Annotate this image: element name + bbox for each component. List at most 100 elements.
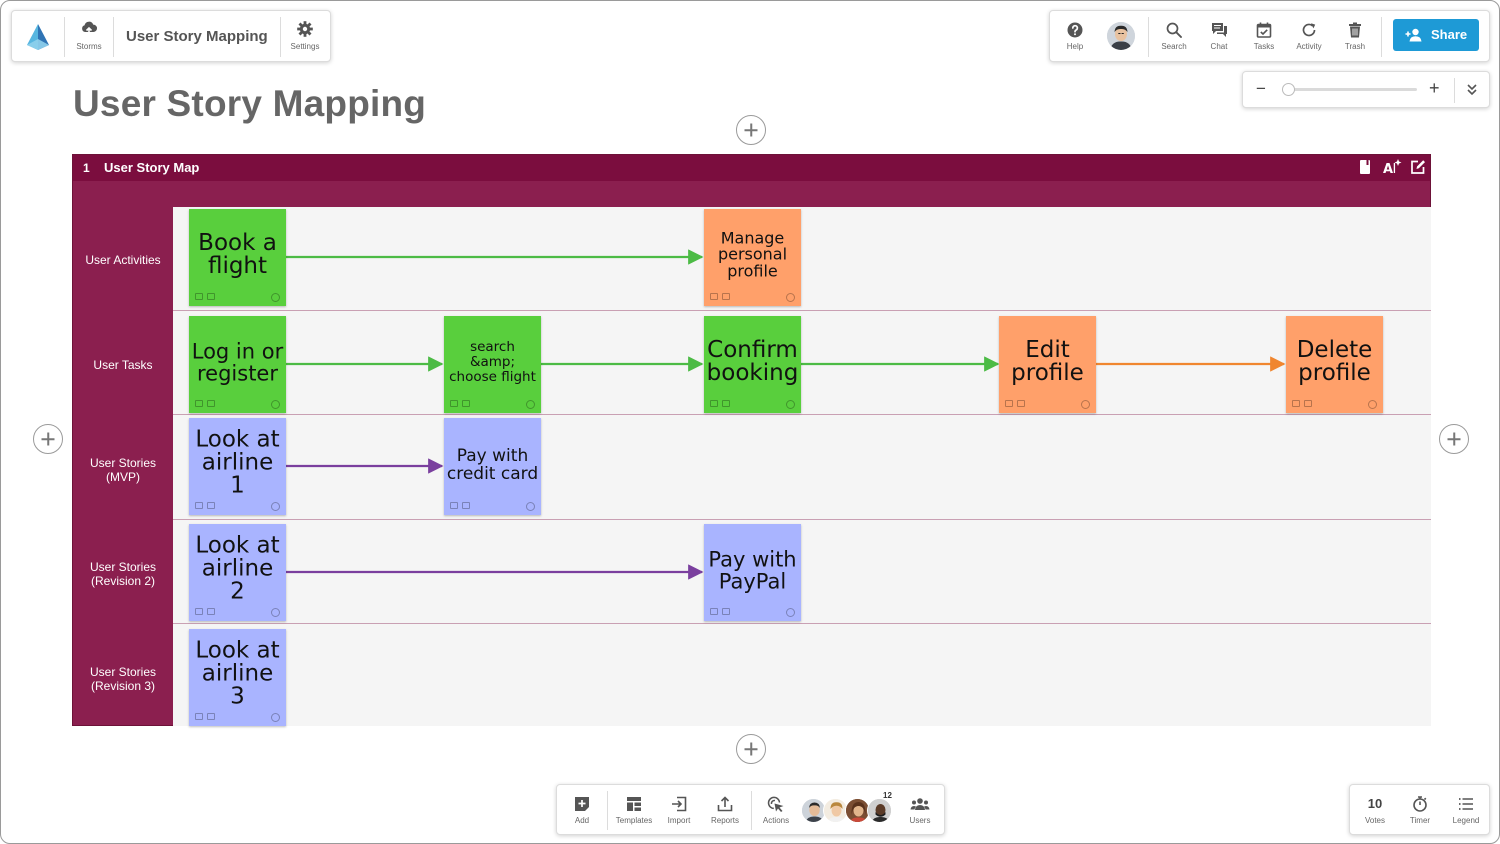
votes-button[interactable]: 10 Votes [1353, 796, 1397, 825]
user-avatar[interactable] [1107, 22, 1135, 50]
board-title[interactable]: User Story Map [104, 160, 200, 175]
check-icon[interactable] [1081, 400, 1090, 409]
check-icon[interactable] [271, 713, 280, 722]
note-text: Look at airline 1 [189, 427, 286, 497]
note-actions [195, 713, 280, 723]
activity-button[interactable]: Activity [1287, 22, 1331, 51]
attachment-icon[interactable] [722, 608, 730, 615]
import-button[interactable]: Import [657, 796, 701, 825]
reports-button[interactable]: Reports [703, 796, 747, 825]
check-icon[interactable] [526, 502, 535, 511]
check-icon[interactable] [786, 400, 795, 409]
comment-icon[interactable] [195, 713, 203, 720]
comment-icon[interactable] [710, 608, 718, 615]
collapse-panel-button[interactable] [1465, 83, 1479, 102]
trash-button[interactable]: Trash [1333, 22, 1377, 51]
sticky-note[interactable]: Log in or register [189, 316, 286, 413]
sticky-note[interactable]: Delete profile [1286, 316, 1383, 413]
check-icon[interactable] [786, 293, 795, 302]
votes-count: 10 [1367, 796, 1383, 811]
sticky-note[interactable]: Look at airline 2 [189, 524, 286, 621]
attachment-icon[interactable] [1304, 400, 1312, 407]
lane-label-text: User Stories [89, 560, 157, 574]
active-users-avatars[interactable]: 12 [801, 791, 897, 824]
users-button[interactable]: Users [898, 796, 942, 825]
actions-button[interactable]: Actions [754, 796, 798, 825]
zoom-in-button[interactable]: + [1429, 78, 1440, 98]
tasks-button[interactable]: Tasks [1242, 22, 1286, 51]
check-icon[interactable] [526, 400, 535, 409]
help-button[interactable]: Help [1053, 22, 1097, 51]
comment-icon[interactable] [1005, 400, 1013, 407]
check-icon[interactable] [271, 502, 280, 511]
attachment-icon[interactable] [722, 400, 730, 407]
check-icon[interactable] [271, 293, 280, 302]
legend-button[interactable]: Legend [1444, 796, 1488, 825]
sticky-note[interactable]: search &amp; choose flight [444, 316, 541, 413]
zoom-slider-track[interactable] [1283, 88, 1417, 91]
story-map-board[interactable]: 1 User Story Map A I [72, 154, 1431, 726]
comment-icon[interactable] [450, 502, 458, 509]
check-icon[interactable] [271, 608, 280, 617]
search-button[interactable]: Search [1152, 22, 1196, 51]
app-logo[interactable] [22, 21, 54, 53]
zoom-slider-handle[interactable] [1281, 83, 1295, 96]
add-button[interactable]: Add [560, 796, 604, 825]
note-line: search &amp; [469, 338, 516, 370]
comment-icon[interactable] [195, 400, 203, 407]
story-map-grid[interactable]: Book a flight Manage personal profile Lo… [173, 207, 1431, 726]
settings-label: Settings [290, 42, 320, 51]
attachment-icon[interactable] [207, 400, 215, 407]
comment-icon[interactable] [195, 502, 203, 509]
storms-button[interactable]: Storms [67, 20, 111, 51]
templates-button[interactable]: Templates [612, 796, 656, 825]
board-edit-button[interactable] [1410, 159, 1426, 180]
sticky-note[interactable]: Confirm booking [704, 316, 801, 413]
note-actions [710, 293, 795, 303]
sticky-note[interactable]: Pay with PayPal [704, 524, 801, 621]
sticky-note[interactable]: Look at airline 3 [189, 629, 286, 726]
note-line: profile [1298, 359, 1371, 386]
attachment-icon[interactable] [462, 400, 470, 407]
comment-icon[interactable] [195, 293, 203, 300]
add-section-left-button[interactable] [33, 424, 63, 454]
comment-icon[interactable] [195, 608, 203, 615]
comment-icon[interactable] [710, 400, 718, 407]
user-avatar[interactable] [801, 798, 826, 823]
attachment-icon[interactable] [722, 293, 730, 300]
attachment-icon[interactable] [462, 502, 470, 509]
share-label: Share [1431, 27, 1468, 42]
avatar-icon [824, 799, 847, 822]
comment-icon[interactable] [450, 400, 458, 407]
attachment-icon[interactable] [207, 713, 215, 720]
note-text: Log in or register [189, 340, 286, 384]
attachment-icon[interactable] [1017, 400, 1025, 407]
settings-button[interactable]: Settings [283, 20, 327, 51]
attachment-icon[interactable] [207, 608, 215, 615]
comment-icon[interactable] [710, 293, 718, 300]
sticky-note[interactable]: Pay with credit card [444, 418, 541, 515]
sticky-note[interactable]: Look at airline 1 [189, 418, 286, 515]
add-section-right-button[interactable] [1439, 424, 1469, 454]
chat-button[interactable]: Chat [1197, 22, 1241, 51]
add-section-bottom-button[interactable] [736, 734, 766, 764]
check-icon[interactable] [271, 400, 280, 409]
zoom-out-button[interactable]: − [1256, 79, 1266, 98]
storm-title[interactable]: User Story Mapping [126, 28, 268, 45]
user-avatar[interactable] [867, 798, 892, 823]
sticky-note[interactable]: Edit profile [999, 316, 1096, 413]
board-ai-button[interactable]: A I [1383, 158, 1403, 181]
attachment-icon[interactable] [207, 293, 215, 300]
sticky-note[interactable]: Book a flight [189, 209, 286, 306]
share-button[interactable]: Share [1393, 19, 1479, 51]
add-section-top-button[interactable] [736, 115, 766, 145]
check-icon[interactable] [786, 608, 795, 617]
attachment-icon[interactable] [207, 502, 215, 509]
user-avatar[interactable] [823, 798, 848, 823]
add-user-icon [1405, 28, 1422, 42]
timer-button[interactable]: Timer [1398, 796, 1442, 825]
board-notes-button[interactable] [1358, 159, 1372, 180]
sticky-note[interactable]: Manage personal profile [704, 209, 801, 306]
check-icon[interactable] [1368, 400, 1377, 409]
comment-icon[interactable] [1292, 400, 1300, 407]
